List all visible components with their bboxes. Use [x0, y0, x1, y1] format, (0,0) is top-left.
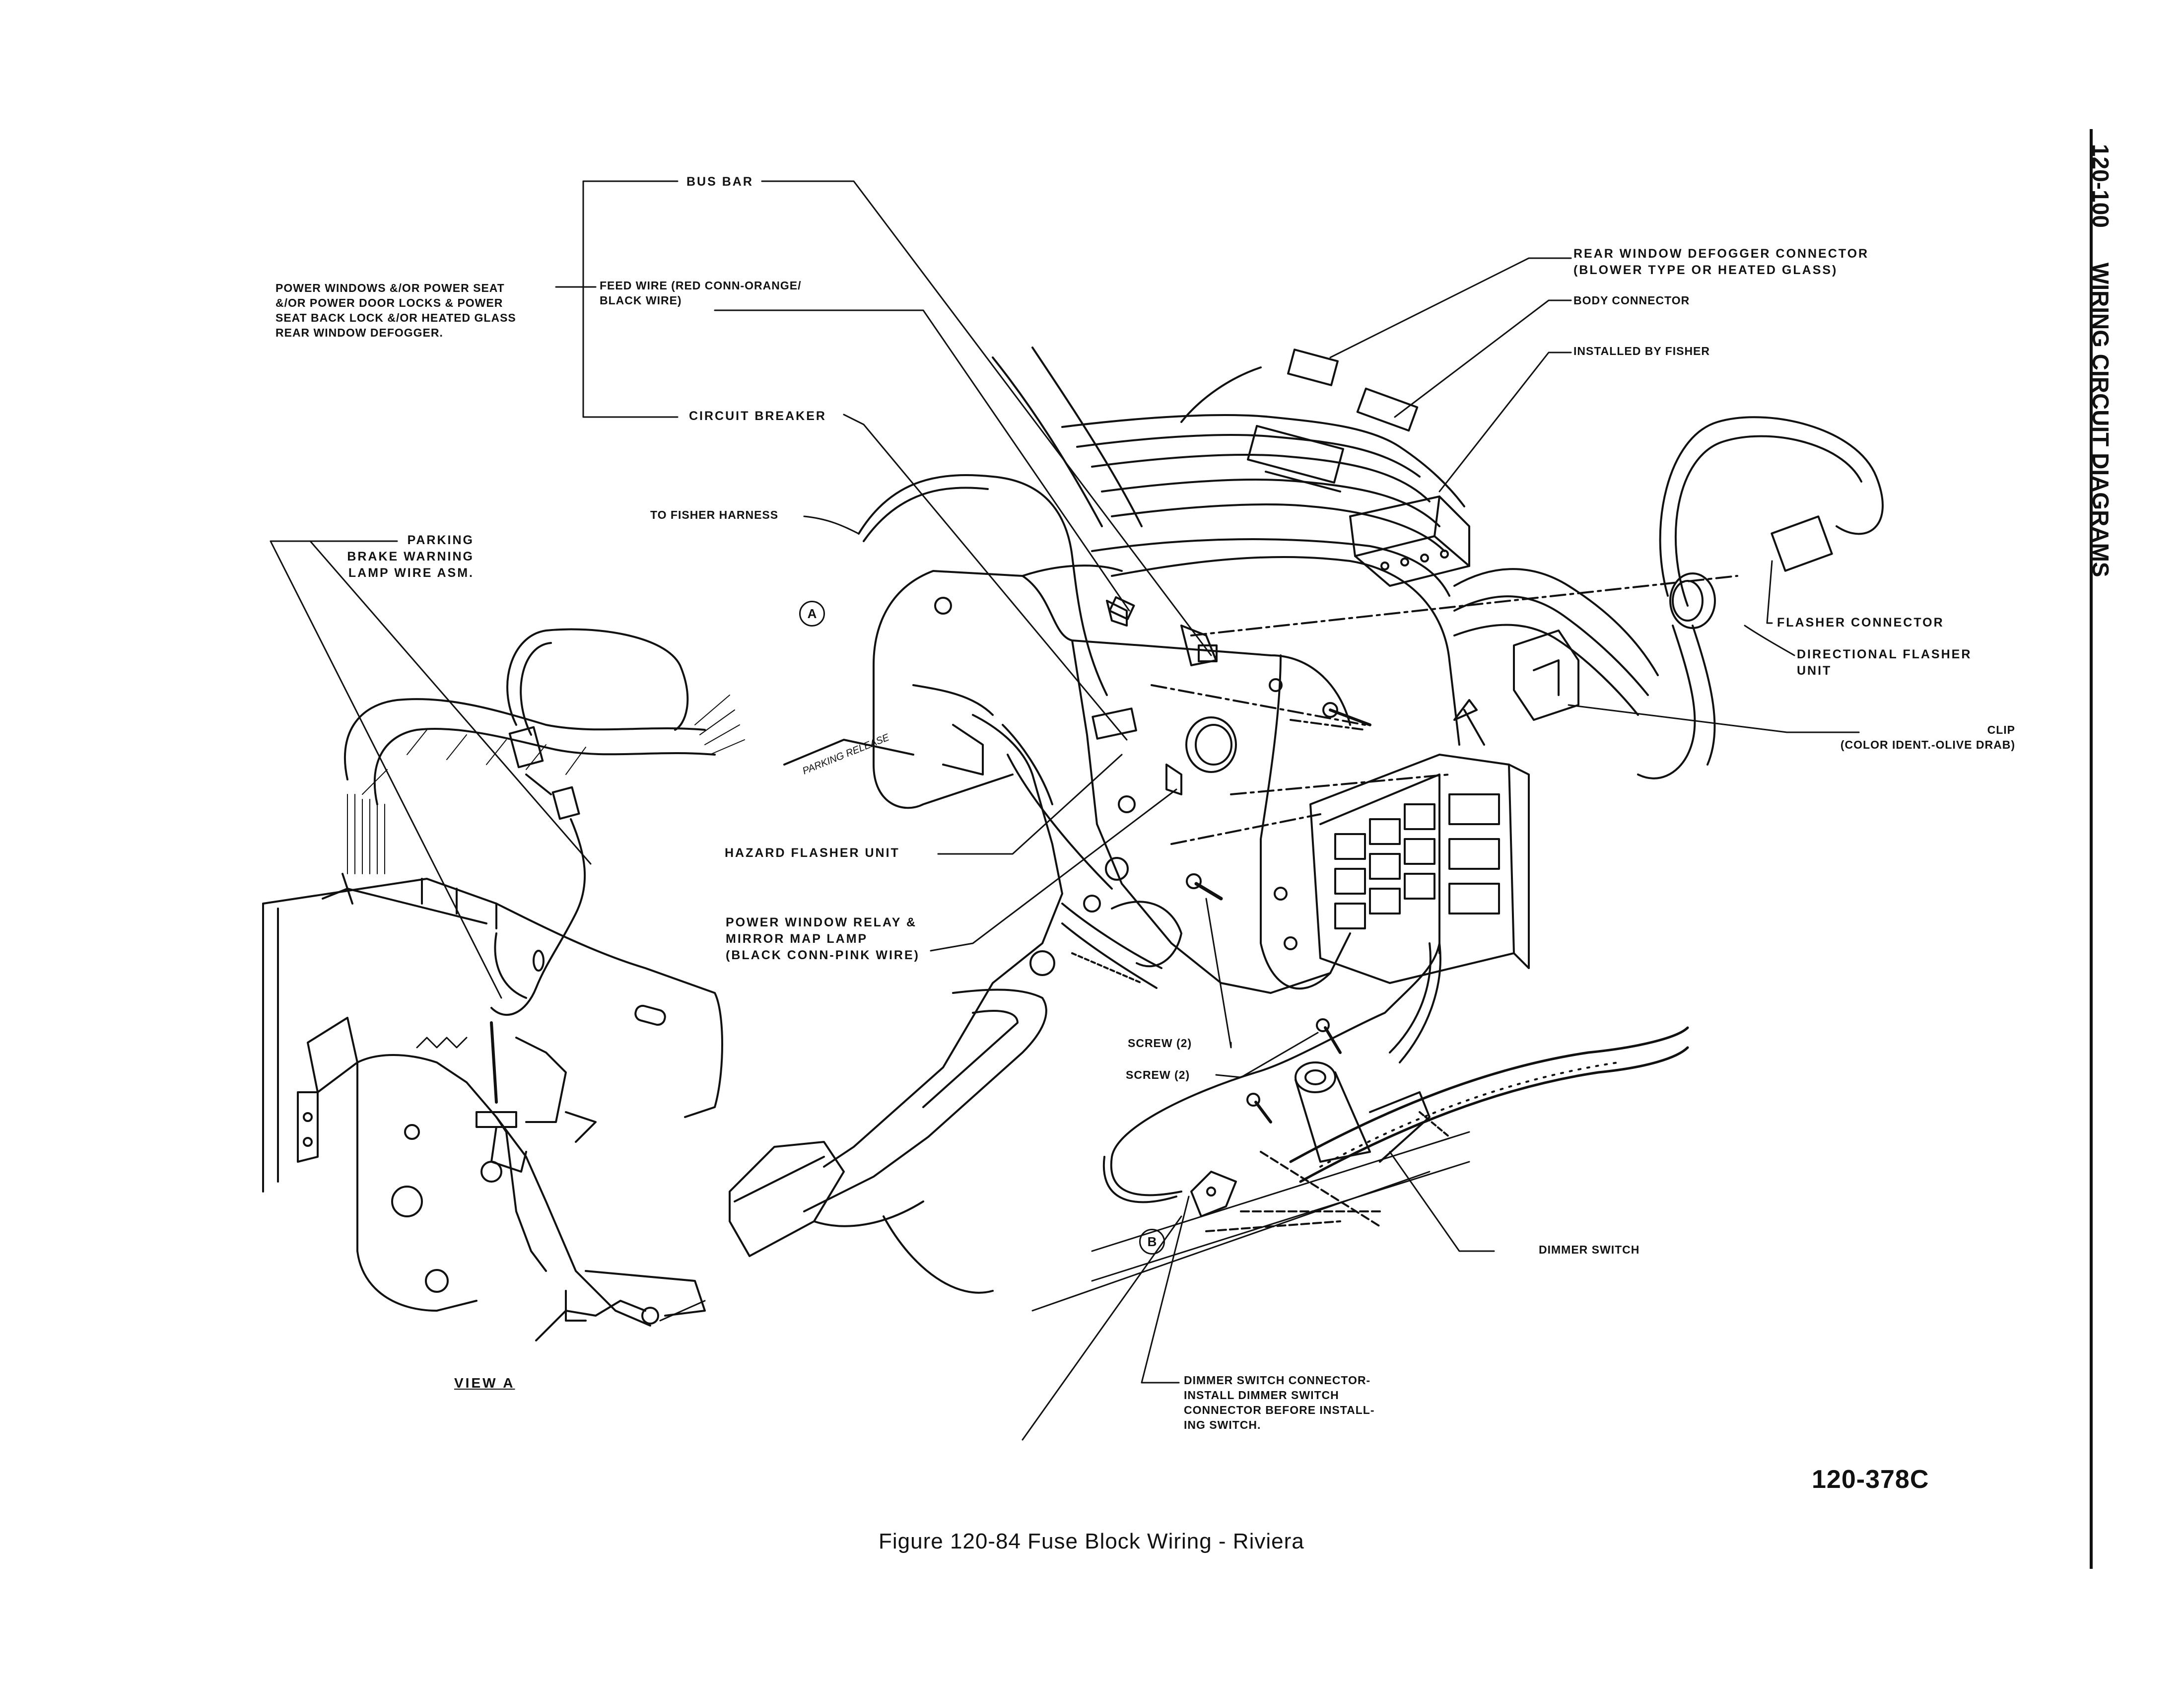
page-edge-rule [2090, 129, 2093, 1569]
label-circuit-breaker: CIRCUIT BREAKER [689, 409, 826, 423]
section-number: 120-100 [2088, 144, 2114, 228]
svg-text:PARKING RELEASE: PARKING RELEASE [801, 732, 891, 776]
harness-bundle [858, 347, 1884, 845]
callout-a-marker: A [799, 601, 825, 627]
illustration-code: 120-378C [1812, 1465, 1929, 1494]
label-body-connector: BODY CONNECTOR [1573, 294, 1690, 307]
label-power-window-relay: POWER WINDOW RELAY & MIRROR MAP LAMP (BL… [726, 915, 920, 962]
callout-b-marker: B [1139, 1229, 1165, 1255]
label-hazard-flasher: HAZARD FLASHER UNIT [725, 846, 900, 860]
label-flasher-connector: FLASHER CONNECTOR [1777, 616, 1944, 630]
label-rear-window-defogger: REAR WINDOW DEFOGGER CONNECTOR (BLOWER T… [1573, 247, 1869, 277]
label-installed-by-fisher: INSTALLED BY FISHER [1573, 345, 1710, 357]
label-bus-bar: BUS BAR [686, 175, 753, 189]
label-screw-upper: SCREW (2) [1128, 1037, 1192, 1050]
steering-column [1102, 873, 1689, 1232]
label-to-fisher-harness: TO FISHER HARNESS [650, 508, 779, 521]
label-dimmer-switch: DIMMER SWITCH [1539, 1243, 1640, 1256]
instrument-panel-bracket [873, 556, 1460, 994]
figure-caption: Figure 120-84 Fuse Block Wiring - Rivier… [879, 1529, 1304, 1553]
label-dimmer-switch-connector: DIMMER SWITCH CONNECTOR- INSTALL DIMMER … [1184, 1374, 1375, 1431]
view-a-detail [262, 628, 745, 1341]
view-a-label: VIEW A [454, 1375, 515, 1391]
section-title: WIRING CIRCUIT DIAGRAMS [2088, 262, 2114, 577]
label-power-windows-note: POWER WINDOWS &/OR POWER SEAT &/OR POWER… [275, 281, 516, 339]
brake-pedal-assembly: PARKING RELEASE [729, 714, 1470, 1312]
section-header: 120-100WIRING CIRCUIT DIAGRAMS [2081, 144, 2120, 640]
label-parking-brake: PARKING BRAKE WARNING LAMP WIRE ASM. [347, 533, 474, 580]
label-screw-lower: SCREW (2) [1126, 1068, 1190, 1081]
fuse-block [1309, 699, 1530, 984]
label-feed-wire: FEED WIRE (RED CONN-ORANGE/ BLACK WIRE) [600, 279, 802, 307]
label-clip: CLIP (COLOR IDENT.-OLIVE DRAB) [1840, 723, 2015, 751]
label-directional-flasher: DIRECTIONAL FLASHER UNIT [1797, 647, 1972, 678]
